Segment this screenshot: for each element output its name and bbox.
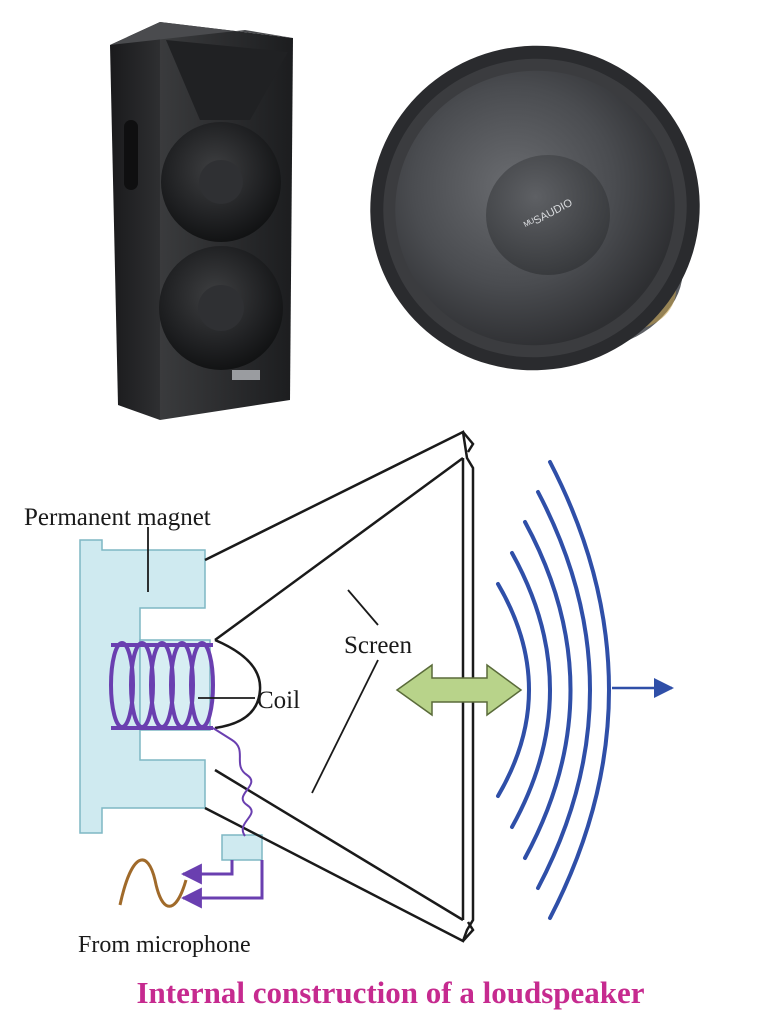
label-from-microphone: From microphone <box>78 932 251 958</box>
audio-signal-wave <box>118 858 188 908</box>
sound-waves <box>496 460 611 920</box>
label-coil: Coil <box>257 687 300 714</box>
vibration-arrow <box>395 663 523 717</box>
cabinet-speaker <box>110 22 293 420</box>
cabinet-badge <box>232 370 260 380</box>
leader-lines <box>147 527 379 794</box>
loudspeaker-diagram: Permanent magnet Screen Coil From microp… <box>24 430 674 958</box>
coil-lead-wire <box>212 727 253 837</box>
cabinet-handle <box>124 120 138 190</box>
figure-caption: Internal construction of a loudspeaker <box>136 975 645 1010</box>
voice-coil <box>109 641 215 730</box>
label-screen: Screen <box>344 632 413 659</box>
label-permanent-magnet: Permanent magnet <box>24 504 211 531</box>
permanent-magnet <box>79 539 206 834</box>
speaker-driver: ᴹᵁSAUDIO <box>370 45 700 371</box>
signal-input-arrows <box>180 860 264 909</box>
driver-dust-cap <box>486 155 610 275</box>
terminal-block <box>221 834 263 861</box>
